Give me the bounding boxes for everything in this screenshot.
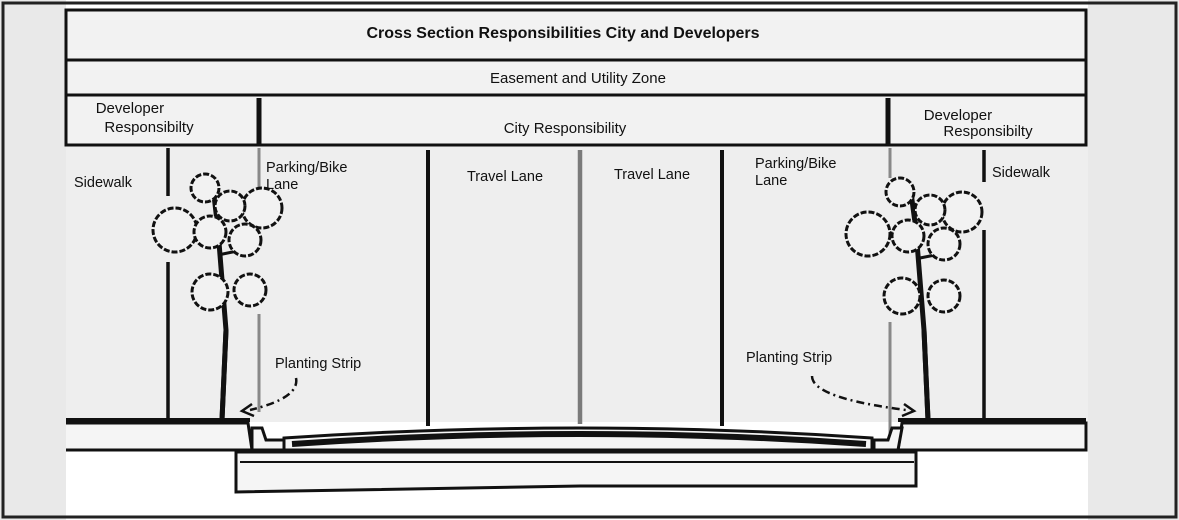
parking-bike-right-label: Parking/Bike Lane xyxy=(755,156,840,189)
sidewalk-right-label: Sidewalk xyxy=(992,165,1051,181)
developer-left-label: Developer Responsibilty xyxy=(96,100,194,136)
parking-bike-right-line1: Parking/Bike xyxy=(755,156,836,172)
planting-strip-left-arrow xyxy=(239,377,298,418)
parking-bike-right-line2: Lane xyxy=(755,173,787,189)
developer-right-line1: Developer xyxy=(924,107,992,124)
planting-strip-right-arrow xyxy=(810,375,917,418)
easement-label: Easement and Utility Zone xyxy=(490,70,666,87)
developer-right-label: Developer Responsibilty xyxy=(924,107,1033,140)
tree-right-icon xyxy=(844,176,984,421)
road-crown-line xyxy=(291,431,867,447)
title-band xyxy=(64,8,1088,62)
developer-left-line2: Responsibilty xyxy=(104,119,194,136)
city-responsibility-label: City Responsibility xyxy=(504,120,627,137)
tree-left-icon xyxy=(151,172,284,421)
right-margin xyxy=(1088,0,1179,520)
parking-bike-left-line1: Parking/Bike xyxy=(266,160,347,176)
gutter-right xyxy=(872,426,904,452)
developer-right-line2: Responsibilty xyxy=(943,123,1033,140)
road-surface xyxy=(282,426,874,452)
planting-strip-left-label: Planting Strip xyxy=(275,356,361,372)
parking-bike-left-line2: Lane xyxy=(266,177,298,193)
parking-bike-left-label: Parking/Bike Lane xyxy=(266,160,351,193)
sidewalk-left-label: Sidewalk xyxy=(74,175,133,191)
left-margin xyxy=(0,0,66,520)
developer-left-line1: Developer xyxy=(96,100,164,117)
travel-lane-1-label: Travel Lane xyxy=(467,169,543,185)
travel-lane-2-label: Travel Lane xyxy=(614,167,690,183)
planting-strip-right-label: Planting Strip xyxy=(746,350,832,366)
curb-right xyxy=(896,421,1088,452)
road-base xyxy=(234,450,918,494)
gutter-left xyxy=(250,426,286,452)
curb-left xyxy=(66,421,254,452)
responsibility-band xyxy=(64,93,1088,147)
diagram-title: Cross Section Responsibilities City and … xyxy=(367,25,760,42)
